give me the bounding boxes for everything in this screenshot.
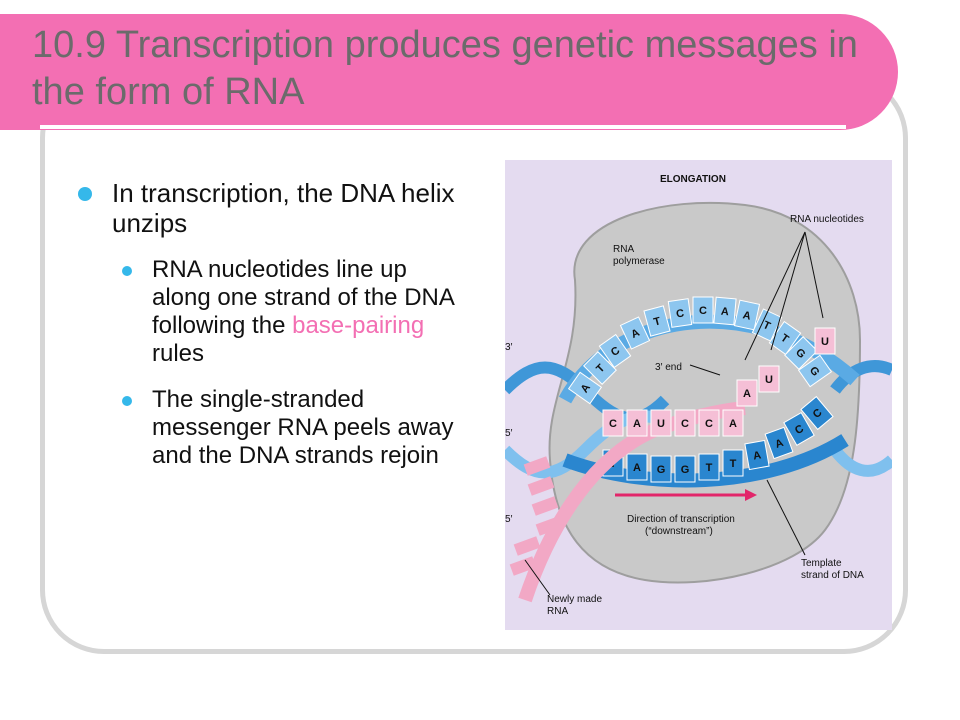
rna-base: U	[650, 409, 672, 437]
incoming-nucleotide: U	[758, 365, 780, 393]
svg-text:A: A	[633, 418, 641, 430]
bullet-text-post: rules	[152, 340, 205, 367]
label-newly-made-line2: RNA	[547, 606, 568, 617]
label-template-line1: Template	[801, 558, 842, 569]
top-strand-base: T	[768, 320, 802, 356]
top-strand-base: A	[733, 299, 761, 331]
template-base: C	[783, 412, 815, 446]
callout-lines	[524, 231, 824, 596]
svg-text:T: T	[761, 319, 772, 333]
svg-text:A: A	[720, 306, 729, 319]
slide-title: 10.9 Transcription produces genetic mess…	[32, 24, 858, 113]
svg-text:C: C	[705, 418, 713, 430]
top-strand-base: A	[713, 296, 737, 326]
label-three-prime-end: 3′ end	[655, 362, 682, 373]
bullet-level-1: In transcription, the DNA helix unzips	[72, 178, 467, 238]
top-strand-base: A	[619, 316, 651, 350]
bullet-text: In transcription, the DNA helix unzips	[112, 178, 455, 238]
rna-base: A	[722, 409, 744, 437]
label-end-5prime-mid: 5′	[505, 428, 513, 439]
label-direction-line1: Direction of transcription	[627, 514, 735, 525]
template-base: T	[722, 449, 744, 477]
label-rna-polymerase-line1: RNA	[613, 244, 634, 255]
top-strand-base: C	[692, 296, 714, 324]
label-rna-nucleotides: RNA nucleotides	[790, 214, 864, 225]
dna-helix-right-strand-a	[830, 360, 892, 394]
svg-text:C: C	[681, 418, 689, 430]
direction-arrow-head	[745, 489, 757, 501]
dna-helix-right-strand-b	[830, 446, 892, 477]
top-strand-base: G	[784, 336, 818, 370]
template-base: A	[626, 453, 648, 481]
rna-base: C	[698, 409, 720, 437]
svg-text:A: A	[742, 309, 752, 322]
bullet-dot	[122, 396, 132, 406]
svg-text:U: U	[821, 336, 829, 348]
top-strand-base: C	[598, 333, 632, 369]
bullet-text: The single-stranded messenger RNA peels …	[152, 386, 454, 469]
rna-polymerase-shape	[548, 201, 862, 584]
bullet-level-2: RNA nucleotides line up along one strand…	[72, 256, 467, 368]
svg-text:G: G	[657, 464, 666, 476]
svg-text:A: A	[633, 462, 641, 474]
template-base: G	[650, 455, 672, 483]
title-bar	[0, 14, 898, 130]
figure-heading: ELONGATION	[660, 174, 726, 185]
top-strand-base: T	[583, 351, 617, 385]
template-base: C	[800, 395, 834, 431]
svg-text:U: U	[657, 418, 665, 430]
svg-text:A: A	[774, 437, 786, 451]
label-end-3prime: 3′	[505, 342, 513, 353]
svg-text:U: U	[765, 374, 773, 386]
rna-base: C	[674, 409, 696, 437]
bullet-dot	[122, 266, 132, 276]
svg-text:A: A	[729, 418, 737, 430]
template-base: G	[674, 455, 696, 483]
template-base: A	[764, 426, 794, 460]
template-base: T	[698, 453, 720, 481]
svg-text:G: G	[681, 464, 690, 476]
top-strand-base: T	[643, 305, 671, 337]
label-template-line2: strand of DNA	[801, 570, 864, 581]
top-strand-base: A	[567, 371, 603, 405]
svg-text:A: A	[752, 449, 762, 462]
incoming-nucleotide: U	[814, 327, 836, 355]
rna-base: A	[626, 409, 648, 437]
label-rna-polymerase-line2: polymerase	[613, 256, 665, 267]
top-strand-base: G	[797, 354, 833, 388]
label-newly-made-line1: Newly made	[547, 594, 602, 605]
rna-base: C	[602, 409, 624, 437]
bullet-dot	[78, 187, 92, 201]
bullet-list: In transcription, the DNA helix unzips R…	[72, 178, 467, 488]
bullet-level-2: The single-stranded messenger RNA peels …	[72, 386, 467, 470]
label-end-5prime-bottom: 5′	[505, 514, 513, 525]
svg-text:C: C	[609, 418, 617, 430]
svg-text:C: C	[675, 307, 685, 320]
template-base: A	[744, 439, 770, 471]
bullet-highlight-term: base-pairing	[292, 312, 425, 339]
label-direction-line2: (“downstream”)	[645, 526, 713, 537]
svg-text:A: A	[743, 388, 751, 400]
incoming-nucleotide: A	[736, 379, 758, 407]
title-underline	[40, 125, 846, 129]
svg-text:T: T	[706, 462, 713, 474]
svg-text:T: T	[730, 458, 737, 470]
svg-text:C: C	[699, 305, 707, 317]
bullet-text-pre: RNA nucleotides line up along one strand…	[152, 256, 454, 339]
top-strand-base: C	[667, 298, 693, 328]
incoming-nucleotides: A U U	[736, 327, 836, 407]
top-strand-base: T	[751, 308, 783, 342]
rna-tail	[509, 456, 563, 576]
svg-text:T: T	[652, 315, 662, 328]
